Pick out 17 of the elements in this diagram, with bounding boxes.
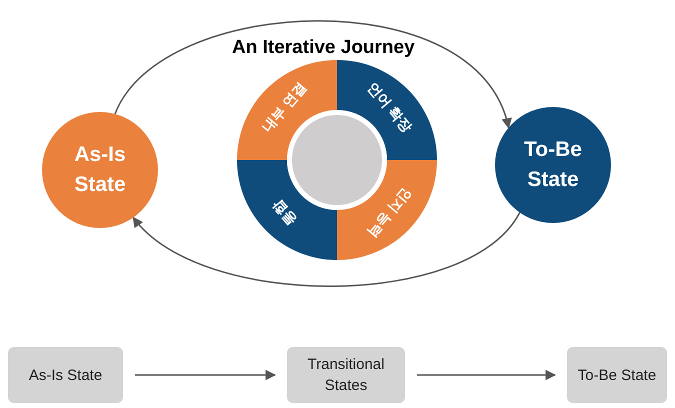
arrow	[114, 20, 510, 129]
cycle-label: 인지 능력	[365, 186, 415, 240]
stage-box	[8, 347, 123, 403]
diagram-title: An Iterative Journey	[232, 36, 415, 60]
cycle-label: 통합	[270, 198, 298, 228]
stage-label: Transitional States	[306, 355, 386, 396]
stage-box	[287, 347, 405, 403]
state-label: As-Is State	[73, 142, 127, 198]
arrow	[417, 370, 556, 380]
arrow	[132, 212, 520, 287]
cycle-label: 내부 연결	[259, 80, 309, 134]
arrow	[135, 370, 276, 380]
stage-label: To-Be State	[578, 366, 656, 386]
cycle-label: 언어 확장	[365, 80, 415, 134]
stage-box	[567, 347, 667, 403]
state-label: To-Be State	[523, 137, 583, 193]
stage-label: As-Is State	[28, 366, 102, 386]
